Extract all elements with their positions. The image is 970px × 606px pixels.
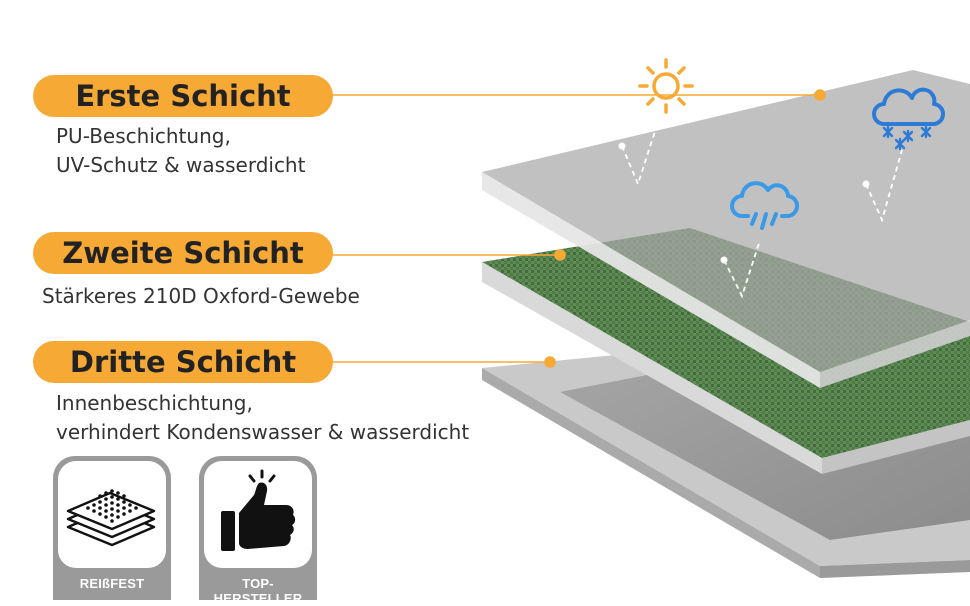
thumbs-up-icon [221, 469, 296, 551]
layer-3-description: Innenbeschichtung, verhindert Kondenswas… [56, 389, 469, 447]
layer-1-line-2: UV-Schutz & wasserdicht [56, 153, 306, 177]
layered-fabric-icon [66, 489, 156, 547]
rain-cloud-icon [730, 181, 799, 230]
snow-cloud-icon [872, 87, 945, 151]
badge-top-hersteller: TOP-HERSTELLER [199, 456, 317, 606]
layer-3-line-1: Innenbeschichtung, [56, 391, 253, 415]
sun-icon [638, 58, 694, 114]
connector-lines [330, 89, 826, 368]
layer-2-line-1: Stärkeres 210D Oxford-Gewebe [42, 284, 360, 308]
badge-reissfest: REIßFEST [53, 456, 171, 600]
layer-2-description: Stärkeres 210D Oxford-Gewebe [42, 282, 360, 311]
layer-3-line-2: verhindert Kondenswasser & wasserdicht [56, 420, 470, 444]
first-layer-coating [482, 70, 970, 388]
deflection-arrows [621, 127, 903, 299]
layer-2-title: Zweite Schicht [33, 232, 333, 274]
layer-1-line-1: PU-Beschichtung, [56, 124, 231, 148]
layer-1-description: PU-Beschichtung, UV-Schutz & wasserdicht [56, 122, 305, 180]
layer-1-title: Erste Schicht [33, 75, 333, 117]
badge-top-hersteller-label: TOP-HERSTELLER [213, 576, 303, 606]
badge-reissfest-label: REIßFEST [79, 576, 145, 591]
layer-3-title: Dritte Schicht [33, 341, 333, 383]
